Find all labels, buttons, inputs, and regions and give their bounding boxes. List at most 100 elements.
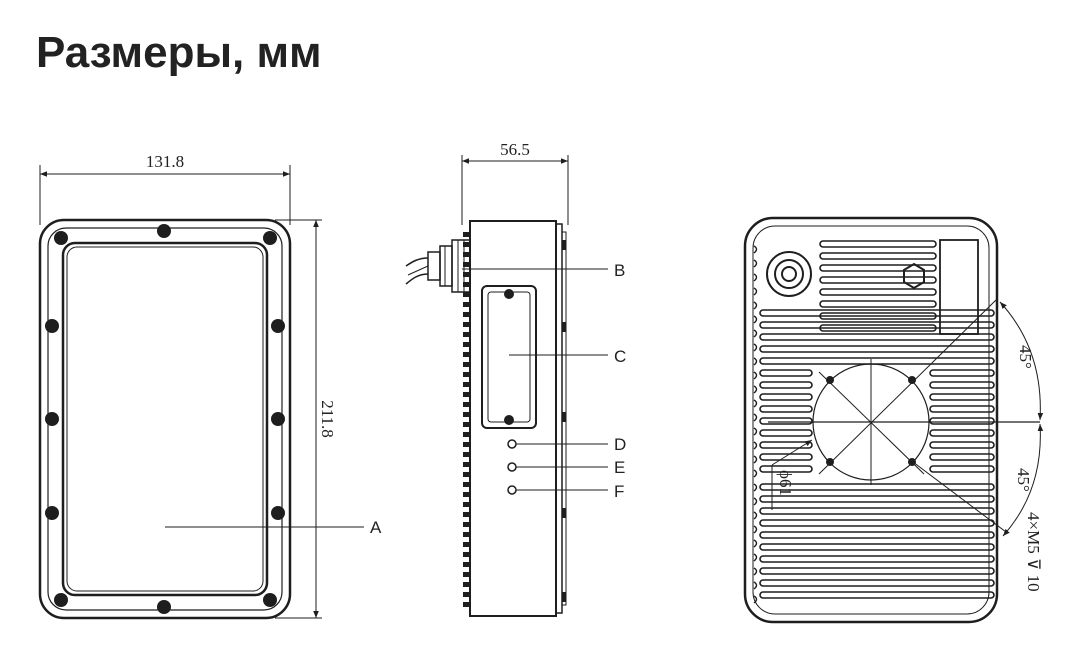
diameter-label: ϕ61 xyxy=(776,470,795,496)
heat-sink-fin xyxy=(759,441,813,449)
heat-sink-fin xyxy=(759,357,995,365)
side-fin xyxy=(463,482,470,487)
screw-icon xyxy=(271,506,285,520)
angle-arc-top xyxy=(999,301,1044,421)
angle-top-label: 45° xyxy=(1016,345,1035,369)
screw-icon xyxy=(45,506,59,520)
side-fin xyxy=(463,462,470,467)
side-fin xyxy=(463,442,470,447)
heat-sink-fin xyxy=(759,381,813,389)
width-label: 131.8 xyxy=(146,152,184,171)
side-fin xyxy=(463,452,470,457)
edge-notch xyxy=(753,553,758,562)
side-fin xyxy=(463,472,470,477)
edge-notch xyxy=(753,497,758,506)
front-view: 131.8 211.8 A xyxy=(38,152,382,620)
side-fin xyxy=(463,502,470,507)
edge-notch xyxy=(753,427,758,436)
led-d-icon xyxy=(507,439,517,449)
heat-sink-fin xyxy=(819,300,937,308)
heat-sink-fin xyxy=(929,441,995,449)
side-fin xyxy=(463,492,470,497)
callout-b: B xyxy=(614,261,625,280)
edge-notch xyxy=(753,469,758,478)
side-fin xyxy=(463,532,470,537)
back-frame-edge xyxy=(752,225,990,615)
side-bezel-screws xyxy=(562,240,566,602)
heat-sink-fin xyxy=(759,543,995,551)
screw-icon xyxy=(45,412,59,426)
callout-e: E xyxy=(614,458,625,477)
heat-sink-fin xyxy=(759,555,995,563)
heat-sink-fin xyxy=(929,429,995,437)
callout-c: C xyxy=(614,347,626,366)
side-fin xyxy=(463,342,470,347)
side-fin xyxy=(463,512,470,517)
connector-boss-ring xyxy=(774,259,804,289)
back-edge-notches xyxy=(753,245,758,604)
side-fin xyxy=(463,402,470,407)
heat-sink-fin xyxy=(759,393,813,401)
edge-notch xyxy=(753,273,758,282)
diameter-arrow xyxy=(771,439,813,466)
side-fin xyxy=(463,572,470,577)
edge-notch xyxy=(753,259,758,268)
screw-icon xyxy=(263,593,277,607)
side-fin xyxy=(463,592,470,597)
angle-arc-bottom xyxy=(1002,423,1044,537)
callout-f: F xyxy=(614,482,624,501)
heat-sink-fin xyxy=(759,405,813,413)
connector-boss-icon xyxy=(766,251,812,297)
label-plate xyxy=(939,239,979,335)
heat-sink-fin xyxy=(759,567,995,575)
side-fin xyxy=(463,282,470,287)
heat-sink-fin xyxy=(759,429,813,437)
depth-label: 56.5 xyxy=(500,140,530,159)
screw-icon xyxy=(271,319,285,333)
screw-icon xyxy=(157,600,171,614)
front-frame-edge xyxy=(47,227,283,611)
edge-notch xyxy=(753,301,758,310)
side-fin xyxy=(463,352,470,357)
side-fin xyxy=(463,562,470,567)
angle-bottom-label: 45° xyxy=(1014,468,1033,492)
side-fin xyxy=(463,322,470,327)
screw-icon xyxy=(504,415,514,425)
screw-icon xyxy=(271,412,285,426)
heat-sink-fin xyxy=(819,276,937,284)
heat-sink-fin xyxy=(929,417,995,425)
mount-hole-icon xyxy=(908,458,916,466)
side-fin xyxy=(463,262,470,267)
heat-sink-fin xyxy=(759,591,995,599)
diagonal-line xyxy=(818,299,997,475)
edge-notch xyxy=(753,581,758,590)
screw-icon xyxy=(54,593,68,607)
heat-sink-fin xyxy=(759,333,995,341)
side-fin xyxy=(463,382,470,387)
screw-icon xyxy=(45,319,59,333)
led-e-icon xyxy=(507,462,517,472)
side-fin xyxy=(463,372,470,377)
side-fin xyxy=(463,602,470,607)
front-window xyxy=(61,241,269,597)
heat-sink-fin xyxy=(819,288,937,296)
side-fin xyxy=(463,362,470,367)
edge-notch xyxy=(753,511,758,520)
edge-notch xyxy=(753,287,758,296)
edge-notch xyxy=(753,357,758,366)
side-fin xyxy=(463,242,470,247)
side-fin xyxy=(463,432,470,437)
callout-d: D xyxy=(614,435,626,454)
heat-sink-fin xyxy=(759,483,995,491)
back-heat-sink-fins xyxy=(759,240,995,599)
heat-sink-fin xyxy=(929,405,995,413)
heat-sink-fin xyxy=(759,321,995,329)
heat-sink-fin xyxy=(819,240,937,248)
back-outer-frame xyxy=(743,216,999,624)
heat-sink-fin xyxy=(759,369,813,377)
side-fin xyxy=(463,582,470,587)
edge-notch xyxy=(753,399,758,408)
heat-sink-fin xyxy=(759,531,995,539)
heat-sink-fin xyxy=(929,369,995,377)
edge-notch xyxy=(753,441,758,450)
